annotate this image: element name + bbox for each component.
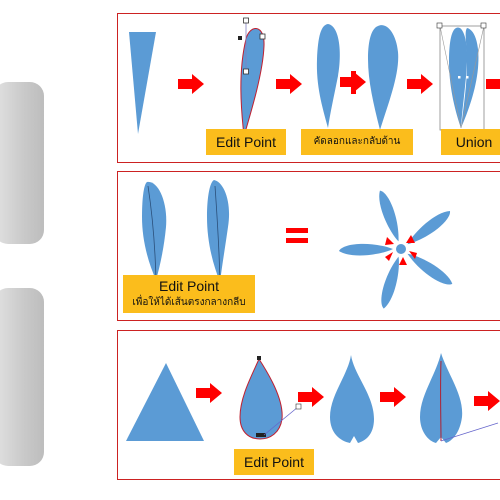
petal-centerline-2-shape [207, 180, 230, 283]
panel-top: Edit Point คัดลอกและกลับด้าน Union [117, 13, 500, 163]
arrow-2-icon [276, 74, 302, 94]
panel-top-canvas [129, 17, 500, 137]
panel-middle: Edit Point เพื่อให้ได้เส้นตรงกลางกลีบ [117, 171, 500, 321]
side-tile-top [0, 82, 44, 244]
edit-point-label-top: Edit Point [206, 129, 286, 155]
panel-bottom-canvas [126, 353, 500, 443]
side-tile-bottom [0, 288, 44, 466]
arrow-bottom-3-icon [380, 387, 406, 407]
arrow-bottom-2-icon [298, 387, 324, 407]
petal-flipped-shape [368, 25, 399, 131]
petal-left-shape [316, 24, 340, 128]
union-label: Union [441, 129, 500, 155]
petal-centerline-1-shape [142, 181, 167, 281]
copy-flip-label: คัดลอกและกลับด้าน [301, 129, 413, 155]
plus-arrow-icon [340, 71, 366, 94]
center-arrow-3-icon [409, 251, 417, 259]
edit-point-label-bottom: Edit Point [234, 449, 314, 475]
panel-bottom: Edit Point [117, 330, 500, 480]
arrow-3-icon [407, 74, 433, 94]
center-arrow-4-icon [399, 257, 407, 265]
drop-shape [330, 355, 374, 443]
final-petal-shape [420, 353, 499, 443]
arrow-bottom-1-icon [196, 383, 222, 403]
union-petal-shape [436, 22, 487, 131]
center-arrow-5-icon [385, 252, 393, 261]
center-arrow-2-icon [406, 235, 415, 243]
panel-middle-canvas [142, 180, 453, 309]
edit-point-label-middle: Edit Point [159, 278, 219, 294]
thin-triangle-shape [129, 32, 156, 134]
arrow-bottom-4-icon [474, 391, 500, 411]
teardrop-edited-shape [239, 356, 302, 440]
arrow-4-icon [486, 74, 500, 94]
center-arrow-1-icon [385, 237, 394, 245]
edit-point-callout-middle: Edit Point เพื่อให้ได้เส้นตรงกลางกลีบ [123, 275, 255, 313]
equals-icon [286, 228, 308, 243]
edited-petal-shape [238, 17, 266, 137]
five-petal-flower-shape [339, 190, 453, 309]
centerline-caption: เพื่อให้ได้เส้นตรงกลางกลีบ [132, 297, 246, 308]
equilateral-triangle-shape [126, 363, 204, 441]
arrow-1-icon [178, 74, 204, 94]
